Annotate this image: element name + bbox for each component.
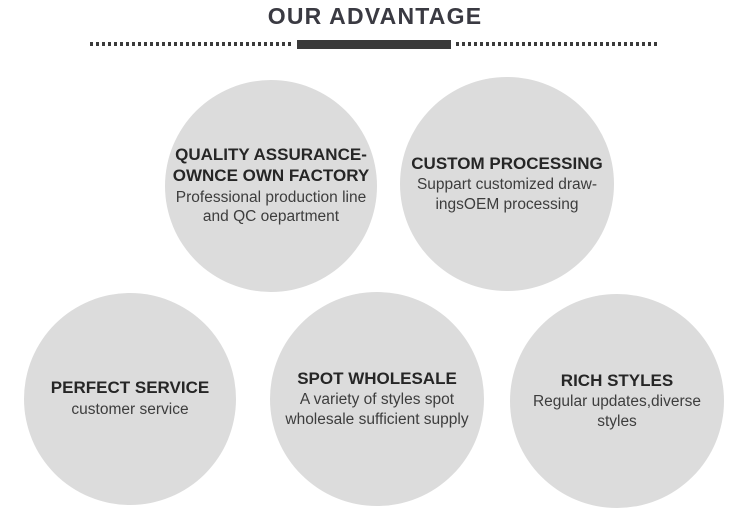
advantage-circle-custom-processing: CUSTOM PROCESSING Suppart customized dra… <box>400 77 614 291</box>
advantage-body: Regular updates,diverse styles <box>532 393 702 430</box>
advantage-body: A variety of styles spot wholesale suffi… <box>285 391 469 428</box>
advantage-circle-spot-wholesale: SPOT WHOLESALE A variety of styles spot … <box>270 292 484 506</box>
advantage-heading: QUALITY ASSURANCE- OWNCE OWN FACTORY <box>172 145 370 186</box>
advantage-heading: PERFECT SERVICE <box>50 378 210 398</box>
divider-solid-bar <box>297 39 451 49</box>
divider-dotted-line-right <box>456 42 658 46</box>
advantage-body: Professional production line and QC oepa… <box>175 188 367 226</box>
advantage-heading: CUSTOM PROCESSING <box>411 153 603 173</box>
advantage-heading: SPOT WHOLESALE <box>297 368 457 388</box>
section-divider <box>90 39 658 49</box>
advantage-heading: RICH STYLES <box>560 370 674 390</box>
advantage-circle-rich-styles: RICH STYLES Regular updates,diverse styl… <box>510 294 724 508</box>
section-title: OUR ADVANTAGE <box>267 3 483 29</box>
advantage-body: Suppart customized draw- ingsOEM process… <box>416 176 598 213</box>
advantage-circle-perfect-service: PERFECT SERVICE customer service <box>24 293 236 505</box>
advantage-body: customer service <box>71 401 189 419</box>
advantage-circle-quality-assurance: QUALITY ASSURANCE- OWNCE OWN FACTORY Pro… <box>165 80 377 292</box>
divider-dotted-line-left <box>90 42 292 46</box>
